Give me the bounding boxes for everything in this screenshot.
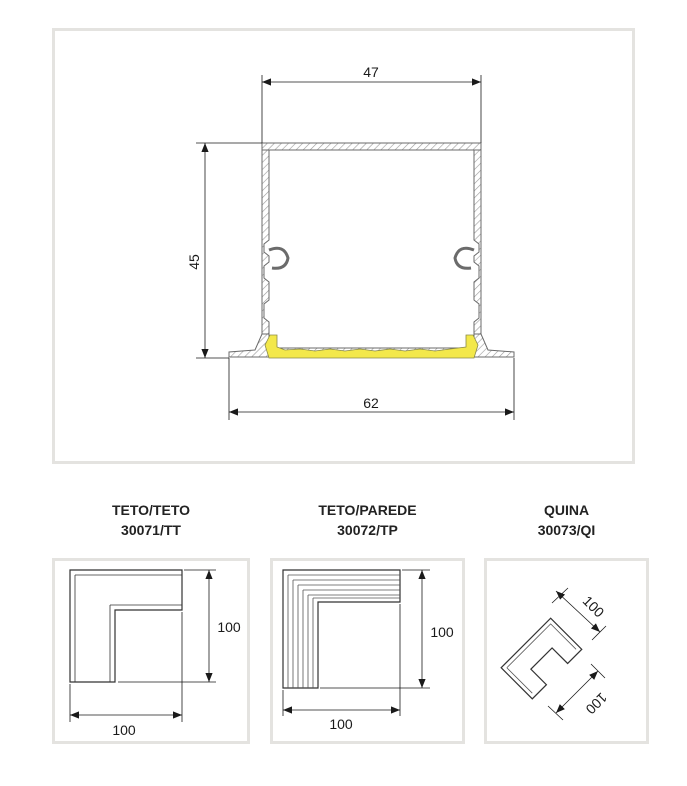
dim-top-width: 47 xyxy=(261,64,482,143)
connector-tt-name: TETO/TETO xyxy=(111,502,191,518)
connector-qi-dim-a: 100 xyxy=(580,593,608,621)
connector-tp-dim-w: 100 xyxy=(329,716,353,732)
connector-tp-dim-h: 100 xyxy=(430,624,454,640)
connector-tt-dim-h: 100 xyxy=(217,619,241,635)
dim-bottom-width-label: 62 xyxy=(363,395,379,411)
connector-tp-name: TETO/PAREDE xyxy=(318,502,417,518)
connector-qi-code: 30073/QI xyxy=(537,522,596,538)
profile-section xyxy=(228,142,515,359)
connector-tt-code: 30071/TT xyxy=(121,522,181,538)
profile-drawing-panel xyxy=(52,28,635,464)
profile-right-wall xyxy=(473,149,482,335)
dim-height: 45 xyxy=(186,142,262,359)
profile-top-wall xyxy=(261,142,482,151)
connector-qi-dim-b: 100 xyxy=(582,690,610,718)
dim-top-width-label: 47 xyxy=(363,64,379,80)
connector-tp-caption: TETO/PAREDE 30072/TP xyxy=(270,500,465,540)
dim-bottom-width: 62 xyxy=(228,358,515,420)
profile-left-wall xyxy=(261,149,270,335)
connector-tt-dim-w: 100 xyxy=(112,722,136,738)
profile-led-diffuser xyxy=(264,334,479,359)
connector-qi-name: QUINA xyxy=(543,502,590,518)
connector-tt-drawing: 100 100 xyxy=(69,569,241,738)
connector-tp-shape xyxy=(282,569,401,689)
profile-left-clip xyxy=(268,246,290,270)
dim-height-label: 45 xyxy=(186,254,202,270)
connector-qi-caption: QUINA 30073/QI xyxy=(484,500,649,540)
profile-right-clip xyxy=(453,246,475,270)
connector-qi-drawing xyxy=(500,617,583,700)
connector-tp-drawing: 100 100 xyxy=(282,569,454,732)
connector-tt-shape xyxy=(69,569,183,683)
connector-tp-code: 30072/TP xyxy=(337,522,398,538)
connector-qi-shape xyxy=(500,617,583,700)
connector-tt-caption: TETO/TETO 30071/TT xyxy=(52,500,250,540)
